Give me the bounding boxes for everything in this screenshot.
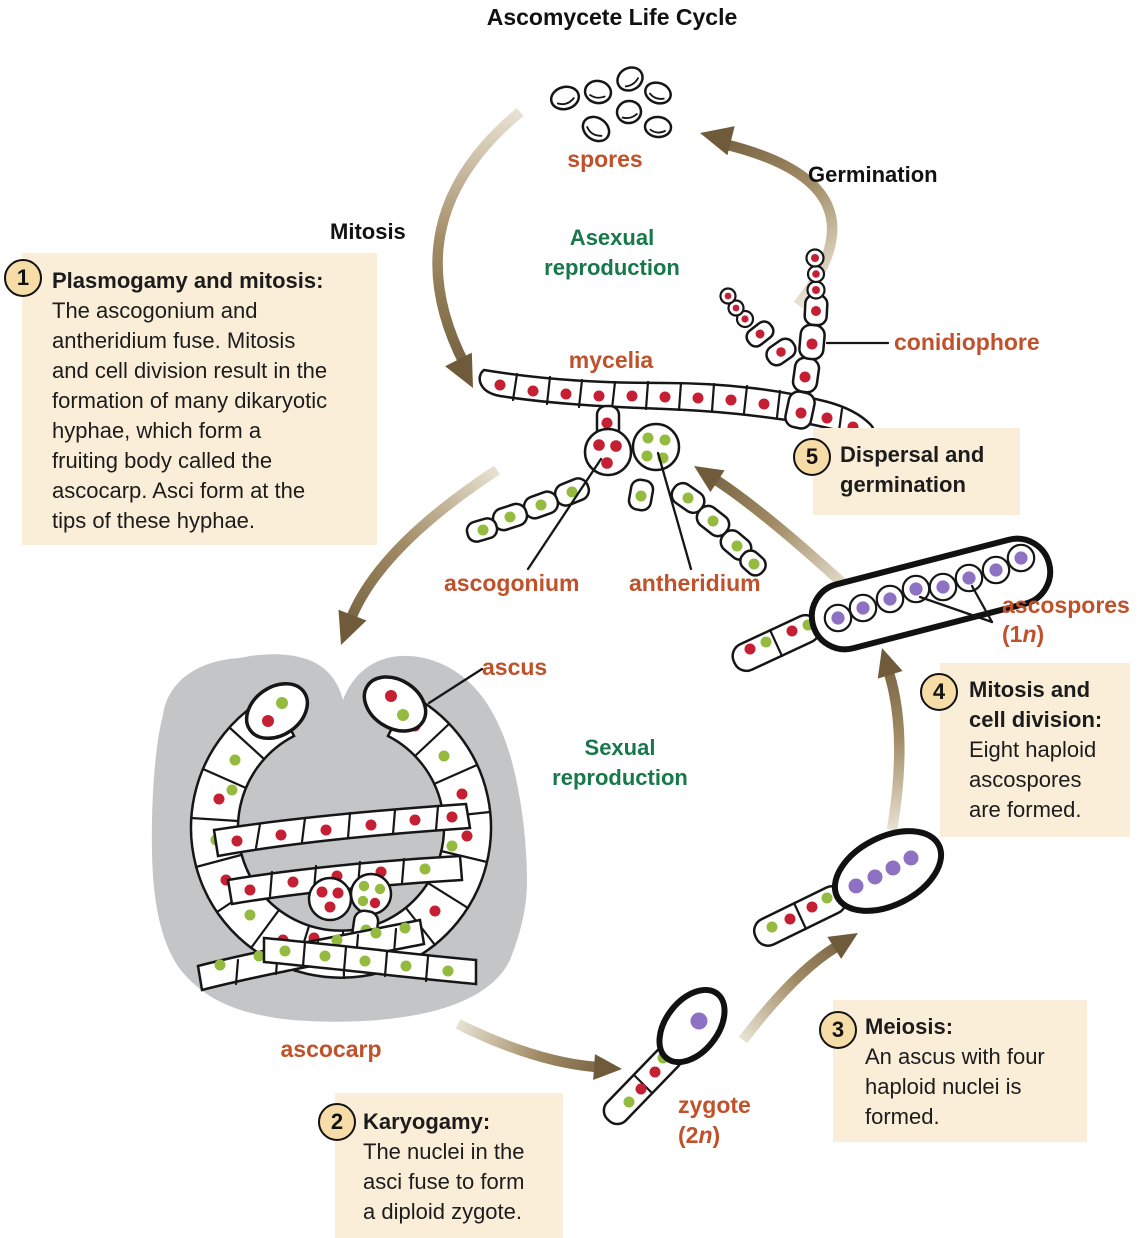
step-1-title: Plasmogamy and mitosis:: [52, 268, 324, 293]
label-antheridium: antheridium: [629, 570, 761, 596]
ascus-eight-spores: [731, 535, 1054, 673]
mycelium-to-ascocarp-arrow: [338, 465, 500, 645]
step-3-body: An ascus with four haploid nuclei is for…: [865, 1044, 1045, 1129]
ascocarp-to-zygote-arrow: [455, 1019, 622, 1081]
label-conidiophore: conidiophore: [894, 329, 1040, 355]
step-box-4: Mitosis and cell division: Eight haploid…: [940, 663, 1130, 837]
step-3-badge: 3: [819, 1011, 857, 1049]
label-germination: Germination: [808, 162, 938, 187]
label-zygote-ploidy: (2n): [678, 1122, 721, 1148]
step-5-title: Dispersal and germination: [840, 442, 985, 497]
label-ascospores: ascospores: [1002, 592, 1130, 618]
label-ascocarp: ascocarp: [280, 1036, 382, 1062]
ascus-to-ascospores-arrow: [877, 648, 905, 831]
label-ascus: ascus: [482, 654, 548, 680]
step-box-1: Plasmogamy and mitosis: The ascogonium a…: [22, 253, 377, 545]
step-2-badge: 2: [318, 1103, 356, 1141]
step-5-badge: 5: [793, 438, 831, 476]
step-4-title: Mitosis and cell division:: [969, 677, 1103, 732]
step-4-body: Eight haploid ascospores are formed.: [969, 737, 1097, 822]
page-title: Ascomycete Life Cycle: [486, 4, 738, 30]
zygote-to-ascus-arrow: [738, 933, 858, 1044]
ascocarp-cup: [189, 667, 493, 992]
mitosis-arrow: [432, 107, 524, 388]
gametangia: [465, 422, 767, 577]
step-box-5: Dispersal and germination: [813, 428, 1020, 515]
label-mitosis: Mitosis: [330, 219, 406, 244]
step-2-body: The nuclei in the asci fuse to form a di…: [363, 1139, 525, 1224]
step-1-badge: 1: [4, 259, 42, 297]
ascus-four-nuclei: [752, 828, 945, 947]
step-2-title: Karyogamy:: [363, 1109, 491, 1134]
step-4-badge: 4: [920, 673, 958, 711]
label-sexual-reproduction: Sexual reproduction: [552, 735, 688, 790]
label-asexual-reproduction: Asexual reproduction: [544, 225, 680, 280]
label-ascospores-ploidy: (1n): [1002, 621, 1045, 647]
spores-cluster: [549, 66, 673, 143]
step-box-3: Meiosis: An ascus with four haploid nucl…: [833, 1000, 1087, 1142]
label-mycelia: mycelia: [568, 347, 654, 373]
zygote-structure: [602, 986, 728, 1126]
dispersal-arrow: [694, 466, 854, 594]
label-ascogonium: ascogonium: [444, 570, 580, 596]
conidiophore-structure: [719, 248, 890, 430]
step-1-body: The ascogonium and antheridium fuse. Mit…: [52, 298, 328, 533]
label-spores: spores: [567, 146, 643, 172]
step-3-title: Meiosis:: [865, 1014, 954, 1039]
label-zygote: zygote: [678, 1092, 751, 1118]
step-box-2: Karyogamy: The nuclei in the asci fuse t…: [335, 1093, 563, 1238]
